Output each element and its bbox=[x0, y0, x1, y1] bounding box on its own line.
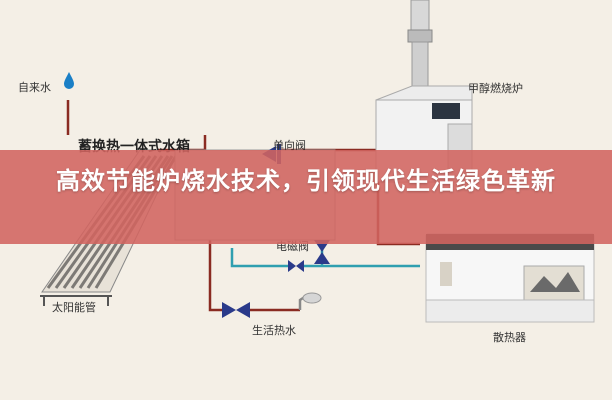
label-solar-tubes: 太阳能管 bbox=[52, 301, 96, 314]
cold-line-valve bbox=[288, 260, 304, 272]
label-hot-water: 生活热水 bbox=[252, 324, 296, 337]
label-cold-water-in: 自来水 bbox=[18, 81, 51, 94]
water-drop-icon bbox=[64, 72, 74, 89]
title-banner: 高效节能炉烧水技术，引领现代生活绿色革新 bbox=[0, 150, 612, 244]
label-check-valve: 单向阀 bbox=[273, 139, 306, 152]
radiator bbox=[425, 233, 595, 323]
label-radiator: 散热器 bbox=[493, 331, 526, 344]
shower-head-icon bbox=[298, 292, 322, 310]
label-boiler: 甲醇燃烧炉 bbox=[468, 82, 523, 95]
banner-title: 高效节能炉烧水技术，引领现代生活绿色革新 bbox=[56, 167, 556, 195]
hot-water-valve bbox=[222, 302, 250, 318]
